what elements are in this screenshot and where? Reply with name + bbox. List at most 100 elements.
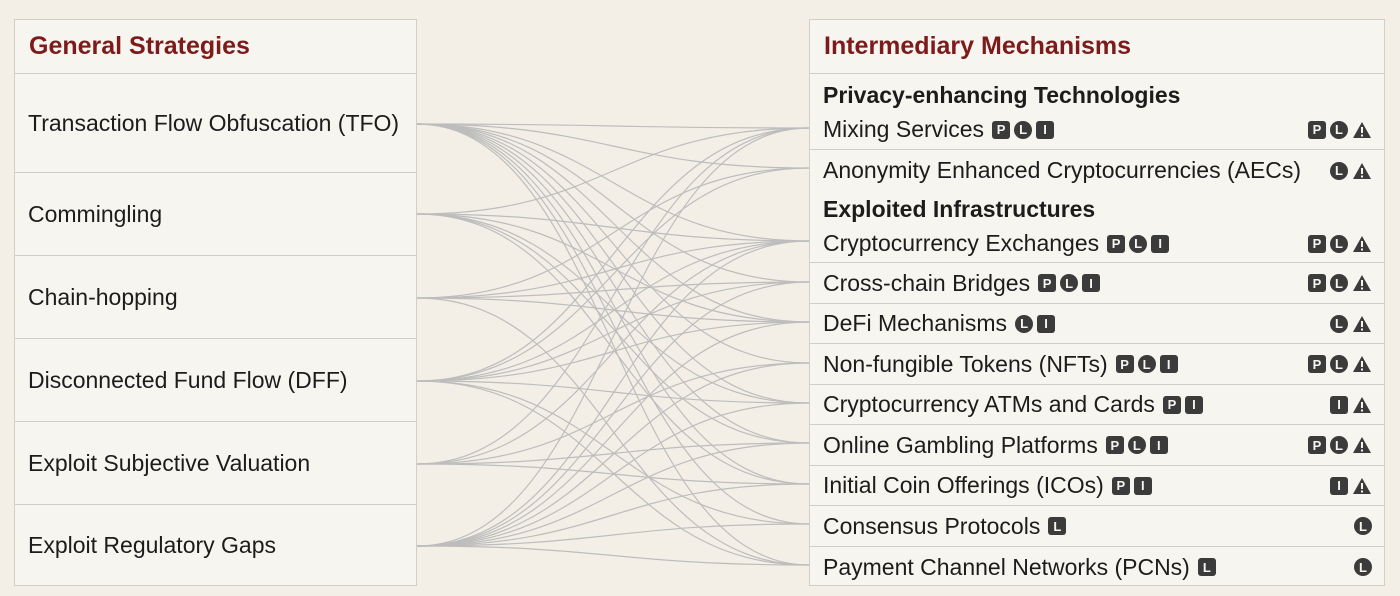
connection-link xyxy=(416,545,810,566)
connection-link xyxy=(416,240,810,547)
connection-link xyxy=(416,123,810,444)
status-badges: I xyxy=(1330,476,1372,495)
l-badge-icon: L xyxy=(1330,120,1348,139)
status-badges: I xyxy=(1330,395,1372,414)
connection-link xyxy=(416,463,810,485)
l-badge-icon: L xyxy=(1330,274,1348,292)
connection-link xyxy=(416,167,810,299)
intermediary-mechanisms-title: Intermediary Mechanisms xyxy=(810,20,1384,74)
i-badge-icon: I xyxy=(1330,395,1348,414)
mechanism-label: Cryptocurrency ATMs and Cards xyxy=(823,391,1155,417)
connection-link xyxy=(416,123,810,566)
section-heading: Exploited Infrastructures xyxy=(823,196,1096,222)
warning-icon xyxy=(1352,477,1372,495)
mechanism-label: Initial Coin Offerings (ICOs) xyxy=(823,472,1104,498)
connection-link xyxy=(416,123,810,525)
connection-link xyxy=(416,123,810,129)
warning-icon xyxy=(1352,162,1372,180)
mechanism-label: DeFi Mechanisms xyxy=(823,310,1008,336)
connection-link xyxy=(416,213,810,485)
connection-link xyxy=(416,380,810,566)
i-badge-icon: I xyxy=(1151,234,1170,253)
warning-icon xyxy=(1352,235,1372,253)
i-badge-icon: I xyxy=(1133,476,1152,495)
mechanism-label: Cross-chain Bridges xyxy=(823,269,1031,296)
strategy-item: Exploit Regulatory Gaps xyxy=(15,505,416,585)
connection-link xyxy=(416,123,810,364)
p-badge-icon: P xyxy=(992,120,1011,139)
section-heading: Privacy-enhancing Technologies xyxy=(823,82,1181,108)
p-badge-icon: P xyxy=(1308,436,1326,454)
mechanism-label: Online Gambling Platforms xyxy=(823,431,1098,458)
l-badge-icon: L xyxy=(1014,120,1033,139)
l-badge-icon: L xyxy=(1330,436,1348,454)
general-strategies-title: General Strategies xyxy=(15,20,416,74)
mechanism-label: Anonymity Enhanced Cryptocurrencies (AEC… xyxy=(823,157,1302,183)
warning-icon xyxy=(1352,396,1372,414)
strategy-label: Chain-hopping xyxy=(28,283,178,310)
connection-link xyxy=(416,213,810,323)
connection-link xyxy=(416,213,810,444)
l-badge-icon: L xyxy=(1330,314,1348,333)
connection-link xyxy=(416,127,810,547)
connection-link xyxy=(416,123,810,485)
p-badge-icon: P xyxy=(1115,355,1134,373)
status-badges: L xyxy=(1354,558,1372,576)
connection-link xyxy=(416,127,810,215)
l-badge-icon: L xyxy=(1354,558,1372,576)
mechanism-label: Payment Channel Networks (PCNs) xyxy=(823,553,1190,580)
intermediary-mechanisms-panel: Intermediary Mechanisms Privacy-enhancin… xyxy=(809,19,1385,586)
mechanism-item: Payment Channel Networks (PCNs) L L xyxy=(810,547,1384,587)
inline-badges: L xyxy=(1048,517,1067,535)
warning-icon xyxy=(1352,436,1372,454)
connection-link xyxy=(416,123,810,323)
l-badge-icon: L xyxy=(1330,355,1348,373)
connection-link xyxy=(416,380,810,525)
l-badge-icon: L xyxy=(1354,517,1372,535)
connection-link xyxy=(416,362,810,465)
p-badge-icon: P xyxy=(1162,395,1181,414)
warning-icon xyxy=(1352,274,1372,292)
strategy-item: Exploit Subjective Valuation xyxy=(15,422,416,505)
l-badge-icon: L xyxy=(1127,436,1146,454)
warning-icon xyxy=(1352,121,1372,139)
i-badge-icon: I xyxy=(1149,436,1168,454)
l-badge-icon: L xyxy=(1137,355,1156,373)
mechanism-item: Anonymity Enhanced Cryptocurrencies (AEC… xyxy=(810,150,1384,191)
warning-icon xyxy=(1352,315,1372,333)
connection-link xyxy=(416,297,810,323)
general-strategies-panel: General Strategies Transaction Flow Obfu… xyxy=(14,19,417,586)
l-square-badge-icon: L xyxy=(1197,558,1216,576)
connection-link xyxy=(416,442,810,465)
connection-link xyxy=(416,213,810,242)
strategy-item: Transaction Flow Obfuscation (TFO) xyxy=(15,74,416,173)
i-badge-icon: I xyxy=(1037,314,1056,333)
l-badge-icon: L xyxy=(1330,161,1348,180)
connection-link xyxy=(416,213,810,404)
connection-link xyxy=(416,523,810,547)
l-badge-icon: L xyxy=(1015,314,1034,333)
p-badge-icon: P xyxy=(1111,476,1130,495)
connection-link xyxy=(416,123,810,169)
p-badge-icon: P xyxy=(1308,355,1326,373)
status-badges: L xyxy=(1354,517,1372,535)
strategy-label: Exploit Regulatory Gaps xyxy=(28,531,277,558)
status-badges: L xyxy=(1330,314,1372,333)
l-badge-icon: L xyxy=(1129,234,1148,253)
